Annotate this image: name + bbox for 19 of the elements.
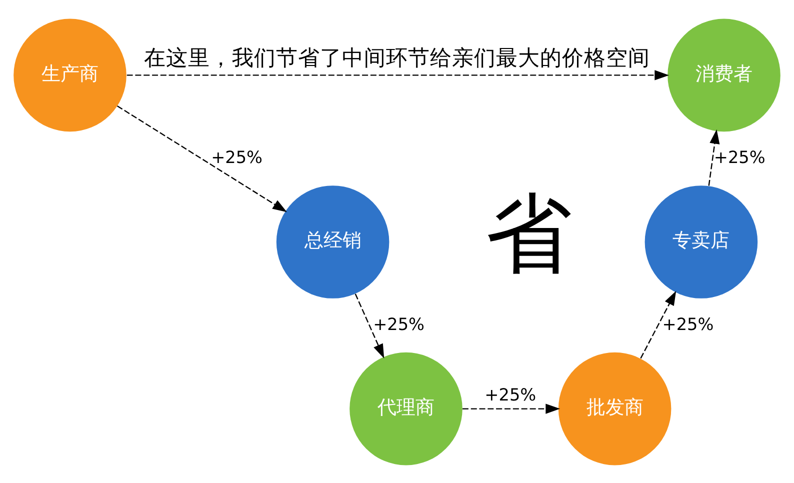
node-circle: 代理商 [350,352,462,465]
edge-label: 在这里，我们节省了中间环节给亲们最大的价格空间 [144,45,650,70]
arrow [640,290,676,358]
edge-label: +25% [211,146,263,167]
arrow [354,293,384,358]
node-circle: 专卖店 [644,185,758,298]
edge-label: +25% [662,313,714,334]
arrow [708,128,720,186]
arrow [126,70,670,80]
node-circle: 批发商 [558,352,672,465]
node-circle: 生产商 [14,18,126,132]
node-circle: 总经销 [276,185,390,298]
arrow [116,104,287,212]
arrow [462,403,560,414]
node-circle: 消费者 [668,18,780,132]
label: 省 [485,184,572,284]
edge-label: +25% [373,313,425,334]
edge-label: +25% [714,146,766,167]
edge-label: +25% [484,384,536,404]
